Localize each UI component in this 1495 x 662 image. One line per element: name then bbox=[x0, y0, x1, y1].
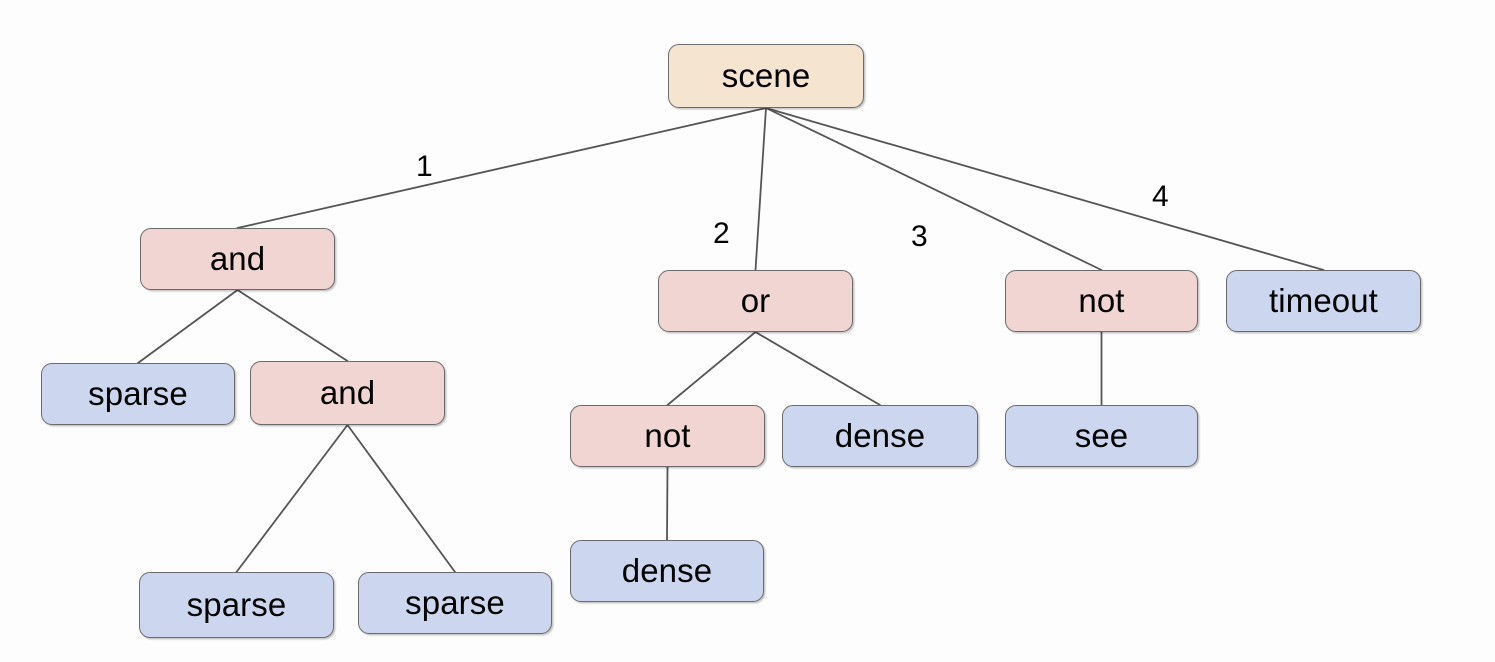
edge-and2-sparse2 bbox=[235, 424, 349, 573]
edge-not2-dense2 bbox=[666, 466, 669, 541]
node-or1[interactable]: or bbox=[658, 270, 853, 332]
node-label: sparse bbox=[405, 583, 505, 621]
node-label: scene bbox=[721, 56, 811, 94]
edge-scene-timeout1 bbox=[765, 107, 1325, 271]
node-not1[interactable]: not bbox=[1005, 270, 1198, 332]
node-label: and bbox=[319, 373, 376, 411]
node-and1[interactable]: and bbox=[140, 228, 335, 290]
edge-label-1: 1 bbox=[416, 150, 433, 183]
node-label: dense bbox=[621, 551, 713, 589]
node-dense1[interactable]: dense bbox=[782, 405, 978, 467]
node-sparse3[interactable]: sparse bbox=[358, 572, 552, 634]
node-sparse2[interactable]: sparse bbox=[139, 572, 334, 638]
node-label: and bbox=[209, 239, 266, 277]
edge-label-4: 4 bbox=[1152, 180, 1169, 213]
edge-scene-not1 bbox=[765, 107, 1103, 271]
edge-and1-sparse1 bbox=[137, 289, 239, 364]
edge-or1-dense1 bbox=[754, 331, 881, 406]
edge-or1-not2 bbox=[666, 331, 757, 406]
node-label: or bbox=[740, 281, 771, 319]
node-dense2[interactable]: dense bbox=[570, 540, 764, 602]
edge-scene-and1 bbox=[236, 107, 767, 229]
node-and2[interactable]: and bbox=[250, 361, 445, 425]
node-label: see bbox=[1074, 416, 1129, 454]
edge-and1-and2 bbox=[236, 289, 349, 362]
node-sparse1[interactable]: sparse bbox=[41, 363, 235, 425]
node-label: sparse bbox=[88, 374, 188, 412]
edge-label-2: 2 bbox=[713, 217, 730, 250]
node-not2[interactable]: not bbox=[570, 405, 765, 467]
node-label: dense bbox=[834, 416, 926, 454]
node-timeout1[interactable]: timeout bbox=[1226, 270, 1421, 332]
node-label: timeout bbox=[1269, 281, 1378, 319]
node-scene[interactable]: scene bbox=[668, 44, 864, 108]
node-see1[interactable]: see bbox=[1005, 405, 1198, 467]
node-label: sparse bbox=[186, 585, 287, 623]
edge-label-3: 3 bbox=[911, 220, 928, 253]
edge-and2-sparse3 bbox=[346, 424, 456, 573]
node-label: not bbox=[644, 416, 691, 454]
node-label: not bbox=[1078, 281, 1125, 319]
edge-scene-or1 bbox=[754, 107, 767, 271]
